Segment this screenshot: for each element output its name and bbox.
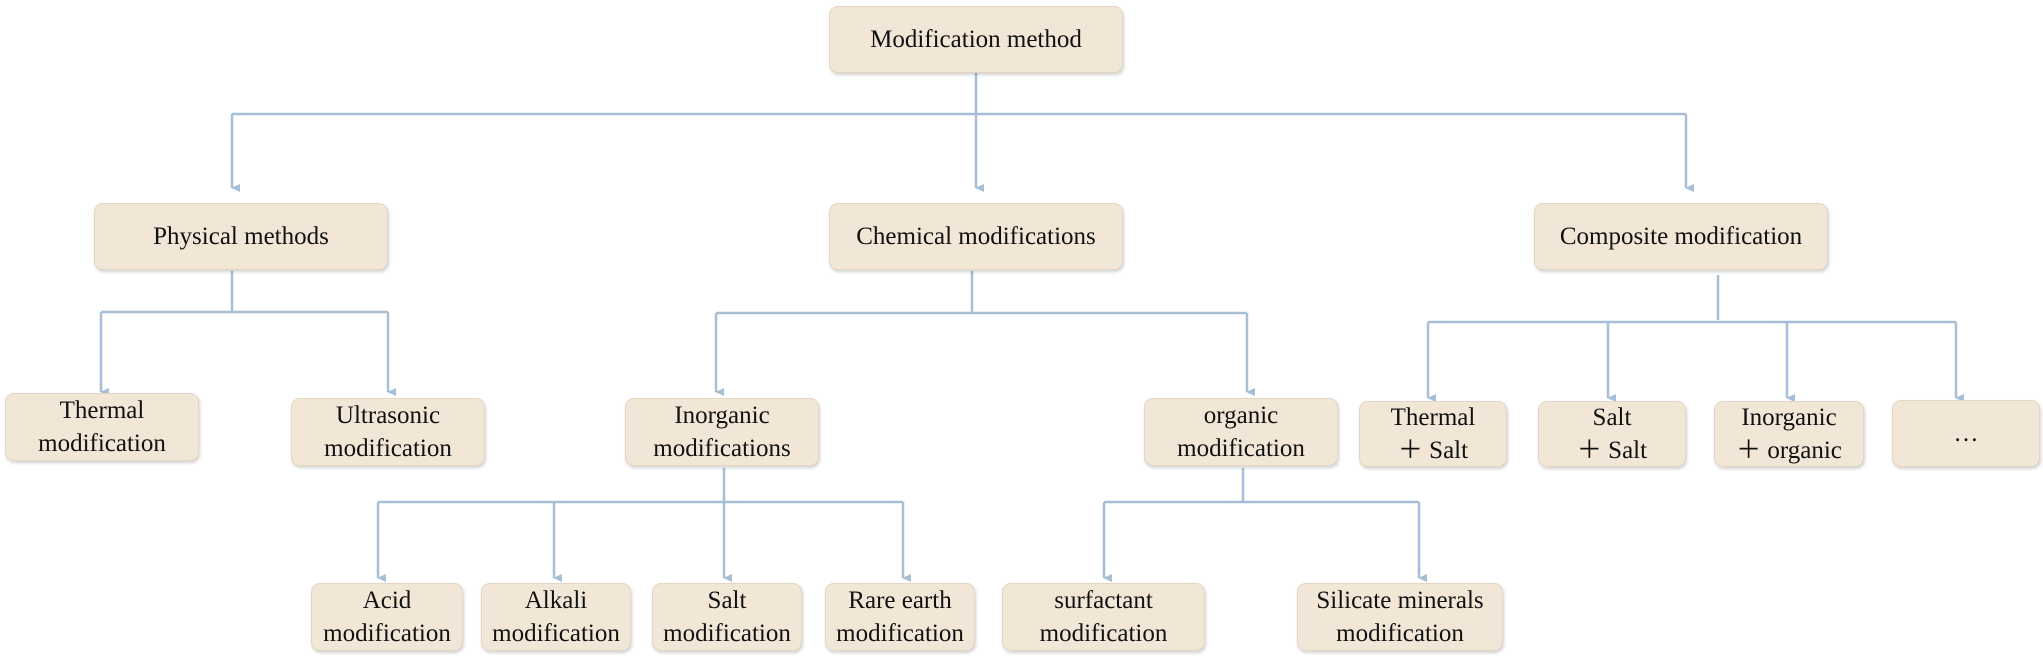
node-salt-modification: Salt modification xyxy=(652,583,802,651)
node-label-line2: modification xyxy=(323,620,451,647)
node-label-line1: Inorganic xyxy=(1741,404,1837,431)
node-inorganic-plus-organic: Inorganic ＋ organic xyxy=(1714,401,1864,467)
node-label-line1: Salt xyxy=(1592,404,1632,431)
node-label-line1: Silicate minerals xyxy=(1316,587,1484,614)
node-inorganic-modifications: Inorganic modifications xyxy=(625,398,819,466)
node-label-line2: modification xyxy=(492,620,620,647)
node-ultrasonic-modification: Ultrasonic modification xyxy=(291,398,485,466)
node-label: Physical methods xyxy=(153,223,329,250)
node-organic-modification: organic modification xyxy=(1144,398,1338,466)
node-composite-modification: Composite modification xyxy=(1534,203,1828,270)
node-label-line1: surfactant xyxy=(1054,587,1153,614)
node-modification-method: Modification method xyxy=(829,6,1123,73)
node-label-line2: ＋ Salt xyxy=(1576,437,1648,464)
node-label-line1: Ultrasonic xyxy=(335,402,441,429)
node-thermal-modification: Thermal modification xyxy=(5,393,199,461)
node-label-line2: modifications xyxy=(653,435,791,462)
node-label-line1: Salt xyxy=(707,587,747,614)
node-label-line2: modification xyxy=(1177,435,1305,462)
node-label-line1: organic xyxy=(1203,402,1279,429)
node-label-line1: Thermal xyxy=(1390,404,1476,431)
node-label-line1: Acid xyxy=(362,587,412,614)
node-thermal-plus-salt: Thermal ＋ Salt xyxy=(1359,401,1507,467)
node-label-line2: modification xyxy=(1336,620,1464,647)
node-label-line1: Inorganic xyxy=(674,402,770,429)
node-label-line1: Alkali xyxy=(524,587,588,614)
node-alkali-modification: Alkali modification xyxy=(481,583,631,651)
node-physical-methods: Physical methods xyxy=(94,203,388,270)
node-label-line2: ＋ organic xyxy=(1736,437,1842,464)
node-label-line2: modification xyxy=(663,620,791,647)
node-label-line2: modification xyxy=(38,430,166,457)
node-surfactant-modification: surfactant modification xyxy=(1002,583,1205,651)
node-silicate-minerals-modification: Silicate minerals modification xyxy=(1297,583,1503,651)
node-label-line2: ＋ Salt xyxy=(1397,437,1469,464)
node-more-ellipsis: … xyxy=(1892,400,2040,467)
node-acid-modification: Acid modification xyxy=(311,583,463,651)
node-salt-plus-salt: Salt ＋ Salt xyxy=(1538,401,1686,467)
node-label-line1: Thermal xyxy=(59,397,145,424)
node-label-line2: modification xyxy=(324,435,452,462)
node-rare-earth-modification: Rare earth modification xyxy=(825,583,975,651)
node-label: Chemical modifications xyxy=(856,223,1096,250)
node-label-line2: modification xyxy=(1039,620,1168,647)
node-label-line2: modification xyxy=(836,620,964,647)
node-chemical-modifications: Chemical modifications xyxy=(829,203,1123,270)
node-label: … xyxy=(1953,420,1979,447)
node-label: Composite modification xyxy=(1559,223,1803,250)
node-label-line1: Rare earth xyxy=(848,587,952,614)
node-label: Modification method xyxy=(870,26,1082,53)
